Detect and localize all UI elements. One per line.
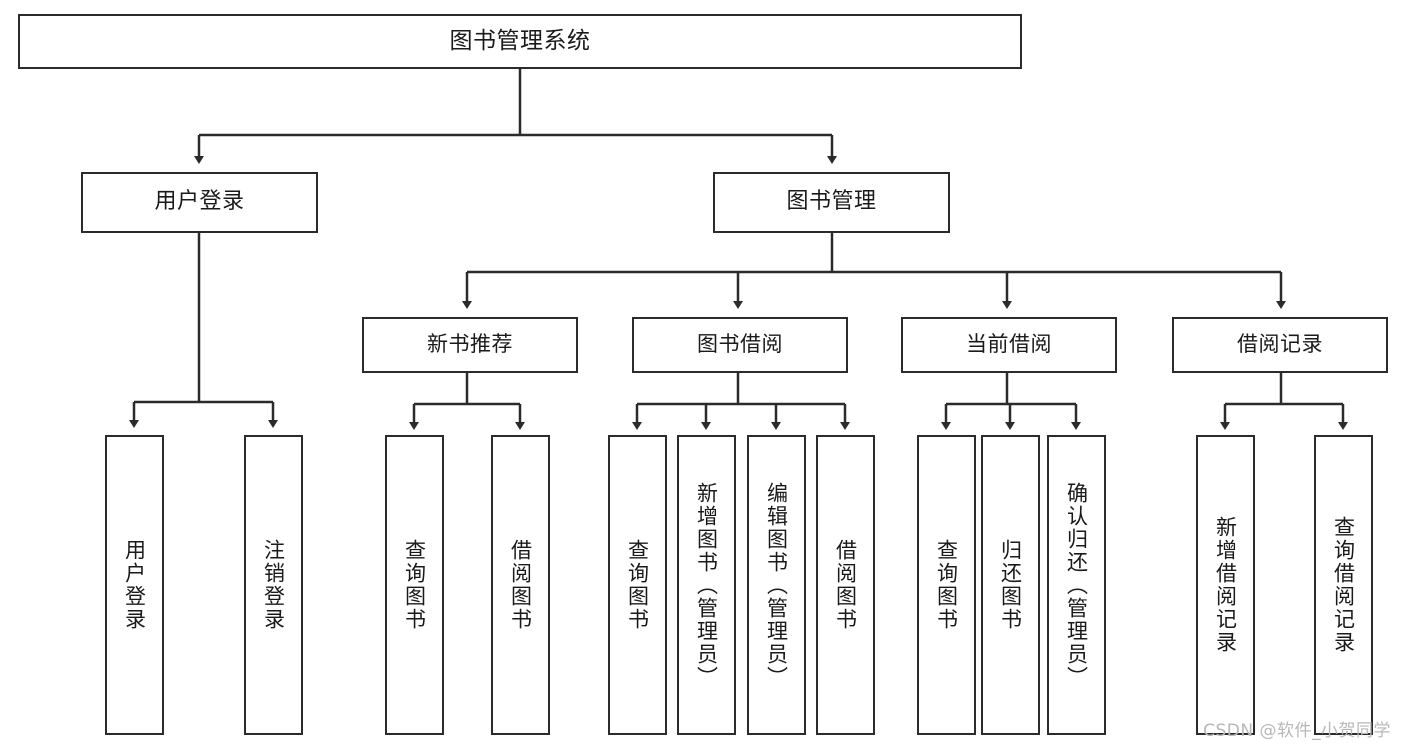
- leaf-borrow-record-add-label: 新增借阅记录: [1213, 516, 1238, 654]
- leaf-borrow-record-add[interactable]: 新增借阅记录: [1196, 435, 1255, 735]
- leaf-new-book-borrow[interactable]: 借阅图书: [491, 435, 550, 735]
- node-book-management[interactable]: 图书管理: [713, 172, 950, 233]
- node-borrow-record-label: 借阅记录: [1237, 332, 1323, 357]
- leaf-book-borrow-edit[interactable]: 编辑图书（管理员）: [747, 435, 806, 735]
- leaf-book-borrow-add-label: 新增图书（管理员）: [694, 481, 719, 689]
- leaf-borrow-record-query-label: 查询借阅记录: [1331, 516, 1356, 654]
- leaf-book-borrow-query-label: 查询图书: [625, 539, 650, 631]
- leaf-current-borrow-query-label: 查询图书: [934, 539, 959, 631]
- node-book-management-label: 图书管理: [786, 189, 877, 215]
- leaf-new-book-query-label: 查询图书: [402, 539, 427, 631]
- node-borrow-record[interactable]: 借阅记录: [1172, 317, 1388, 373]
- leaf-current-borrow-return[interactable]: 归还图书: [981, 435, 1040, 735]
- leaf-current-borrow-return-label: 归还图书: [998, 539, 1023, 631]
- leaf-book-borrow-query[interactable]: 查询图书: [608, 435, 667, 735]
- leaf-book-borrow-edit-label: 编辑图书（管理员）: [764, 481, 789, 689]
- leaf-user-login-logout[interactable]: 注销登录: [244, 435, 303, 735]
- node-root-system[interactable]: 图书管理系统: [18, 14, 1022, 69]
- node-user-login[interactable]: 用户登录: [81, 172, 318, 233]
- leaf-new-book-query[interactable]: 查询图书: [385, 435, 444, 735]
- node-book-borrow-label: 图书借阅: [697, 332, 783, 357]
- leaf-book-borrow-borrow-label: 借阅图书: [833, 539, 858, 631]
- node-new-book-recommend[interactable]: 新书推荐: [362, 317, 578, 373]
- node-root-label: 图书管理系统: [449, 27, 591, 54]
- leaf-new-book-borrow-label: 借阅图书: [508, 539, 533, 631]
- leaf-current-borrow-confirm[interactable]: 确认归还（管理员）: [1047, 435, 1106, 735]
- leaf-user-login-login-label: 用户登录: [122, 539, 147, 631]
- node-book-borrow[interactable]: 图书借阅: [632, 317, 848, 373]
- leaf-user-login-login[interactable]: 用户登录: [105, 435, 164, 735]
- leaf-book-borrow-borrow[interactable]: 借阅图书: [816, 435, 875, 735]
- leaf-book-borrow-add[interactable]: 新增图书（管理员）: [677, 435, 736, 735]
- leaf-current-borrow-query[interactable]: 查询图书: [917, 435, 976, 735]
- node-user-login-label: 用户登录: [154, 189, 245, 215]
- leaf-current-borrow-confirm-label: 确认归还（管理员）: [1064, 481, 1089, 689]
- node-new-book-recommend-label: 新书推荐: [427, 332, 513, 357]
- node-current-borrow-label: 当前借阅: [966, 332, 1052, 357]
- leaf-borrow-record-query[interactable]: 查询借阅记录: [1314, 435, 1373, 735]
- node-current-borrow[interactable]: 当前借阅: [901, 317, 1117, 373]
- leaf-user-login-logout-label: 注销登录: [261, 539, 286, 631]
